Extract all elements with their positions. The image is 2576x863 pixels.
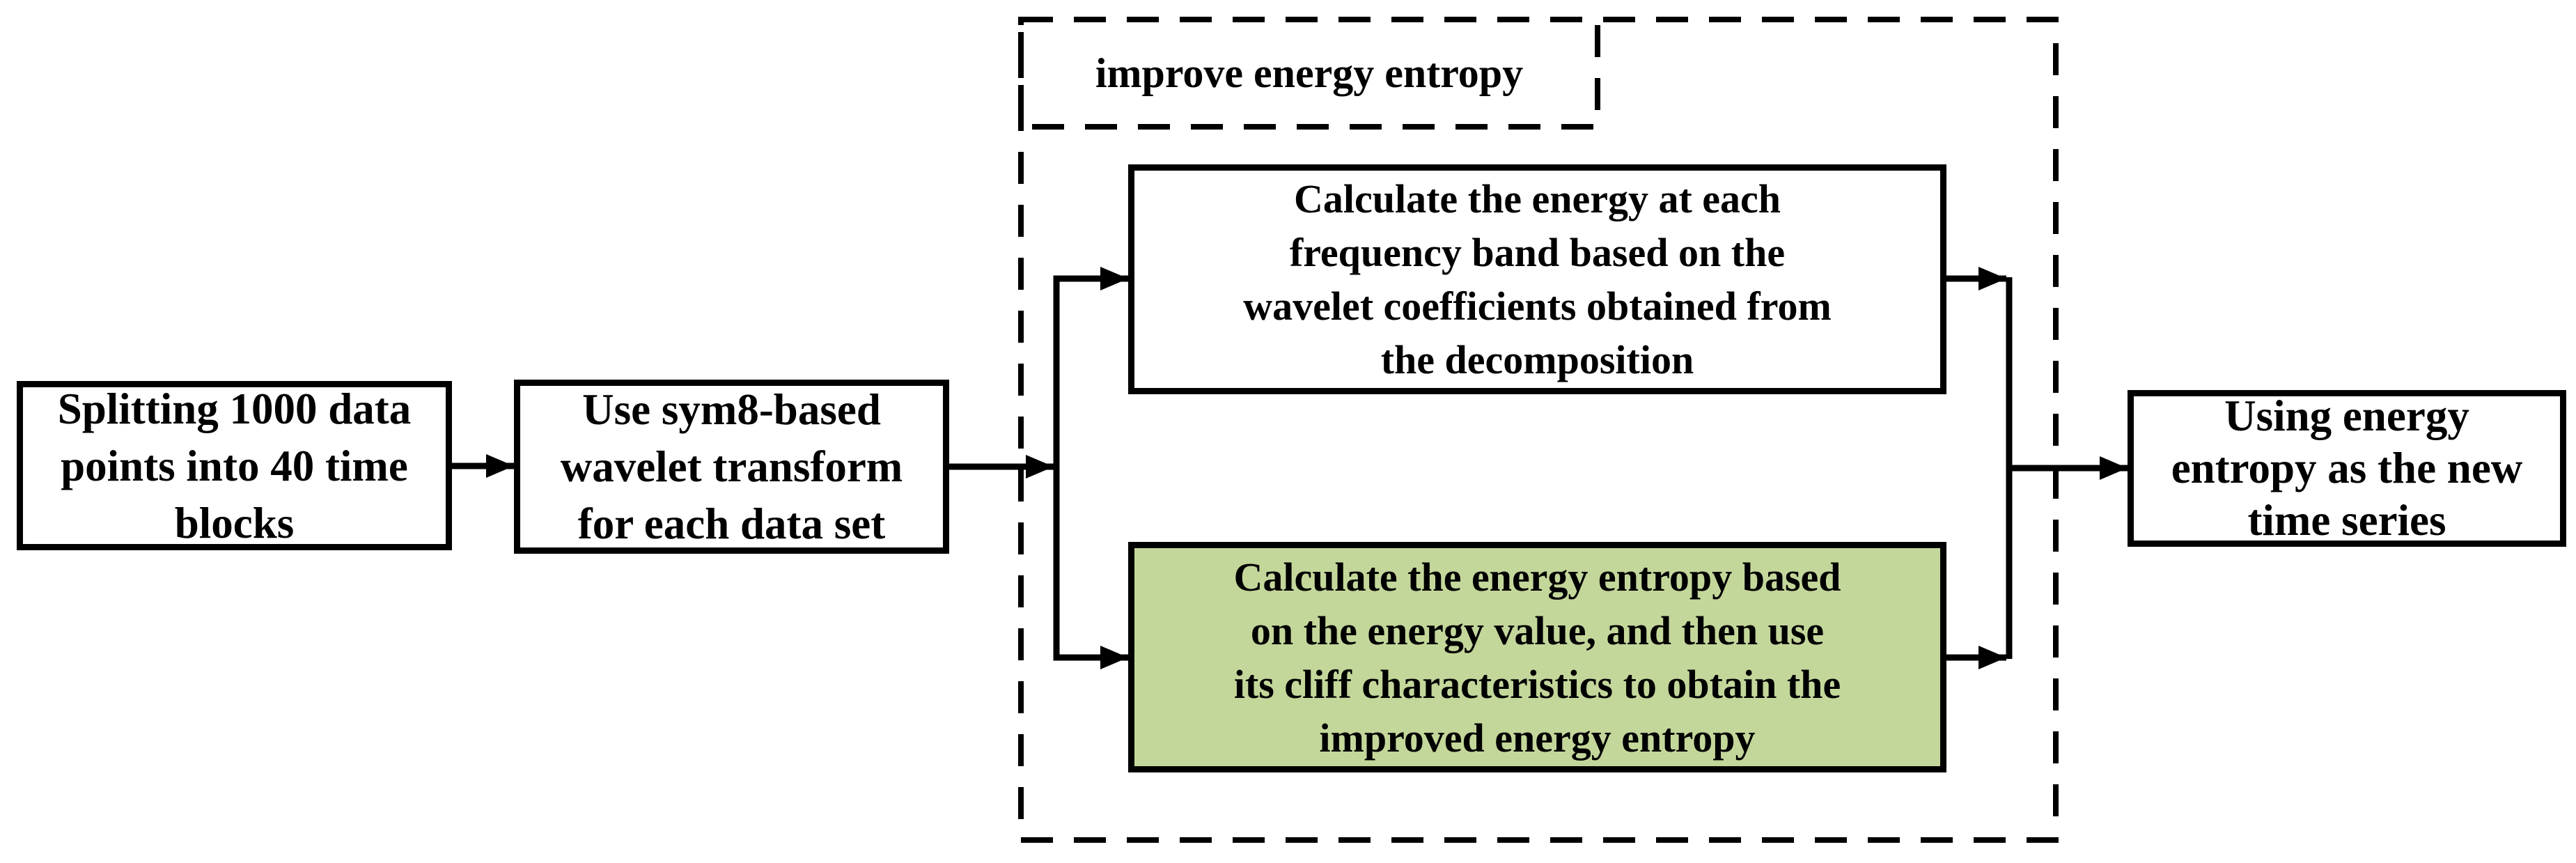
node-calculate-energy: Calculate the energy at each frequency b… [1128, 164, 1946, 394]
node-sym8-wavelet-transform: Use sym8-based wavelet transform for eac… [514, 380, 949, 554]
branch-bracket-left [1053, 267, 1128, 669]
group-label-improve-energy-entropy: improve energy entropy [1095, 50, 1524, 96]
improve-group-outline [1018, 17, 2059, 843]
node-splitting-data: Splitting 1000 data points into 40 time … [17, 381, 452, 550]
node-calculate-energy-entropy: Calculate the energy entropy based on th… [1128, 542, 1946, 772]
node-energy-entropy-time-series: Using energy entropy as the new time ser… [2128, 390, 2566, 547]
improve-group-label-outline [1018, 17, 1600, 130]
